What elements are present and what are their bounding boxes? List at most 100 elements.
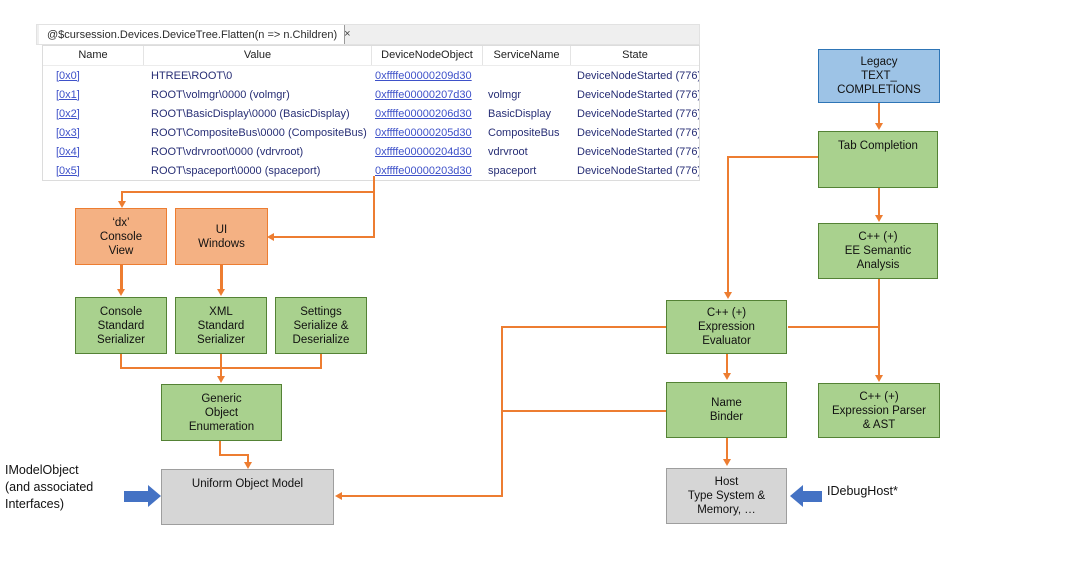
connector-arrowhead-icon: [335, 492, 342, 500]
connector-arrowhead-icon: [244, 462, 252, 469]
column-header-value[interactable]: Value: [144, 46, 372, 65]
node-settings-serialize-deserialize: Settings Serialize & Deserialize: [275, 297, 367, 354]
connector-line: [320, 354, 322, 369]
connector-line: [247, 454, 249, 463]
watch-tab-label: @$cursession.Devices.DeviceTree.Flatten(…: [47, 28, 338, 41]
connector-line: [788, 326, 878, 328]
row-value: ROOT\vdrvroot\0000 (vdrvroot): [151, 145, 304, 158]
column-header-devicenodeobject[interactable]: DeviceNodeObject: [372, 46, 483, 65]
node-name-binder: Name Binder: [666, 382, 787, 438]
connector-line: [273, 236, 375, 238]
node-xml-standard-serializer: XML Standard Serializer: [175, 297, 267, 354]
row-name-link[interactable]: [0x0]: [56, 69, 80, 82]
idebughost-arrowhead-icon: [790, 485, 803, 507]
table-row: [0x3] ROOT\CompositeBus\0000 (CompositeB…: [43, 123, 699, 142]
row-servicename: vdrvroot: [488, 145, 528, 158]
connector-line: [373, 176, 375, 238]
connector-arrowhead-icon: [217, 289, 225, 296]
connector-line: [727, 156, 818, 158]
imodelobject-arrowhead-icon: [148, 485, 161, 507]
column-header-state[interactable]: State: [622, 49, 648, 61]
connector-arrowhead-icon: [217, 376, 225, 383]
row-devicenode-link[interactable]: 0xffffe00000209d30: [375, 69, 472, 82]
connector-arrowhead-icon: [723, 373, 731, 380]
row-name-link[interactable]: [0x4]: [56, 145, 80, 158]
row-devicenode-link[interactable]: 0xffffe00000206d30: [375, 107, 472, 120]
row-state: DeviceNodeStarted (776): [577, 145, 699, 158]
connector-arrowhead-icon: [723, 459, 731, 466]
idebughost-label: IDebugHost*: [827, 484, 898, 498]
row-devicenode-link[interactable]: 0xffffe00000205d30: [375, 126, 472, 139]
row-devicenode-link[interactable]: 0xffffe00000207d30: [375, 88, 472, 101]
connector-line: [878, 103, 880, 124]
node-tab-completion: Tab Completion: [818, 131, 938, 188]
row-value: ROOT\BasicDisplay\0000 (BasicDisplay): [151, 107, 350, 120]
row-state: DeviceNodeStarted (776): [577, 107, 699, 120]
row-name-link[interactable]: [0x2]: [56, 107, 80, 120]
row-name-link[interactable]: [0x3]: [56, 126, 80, 139]
connector-arrowhead-icon: [118, 201, 126, 208]
node-host-type-system: Host Type System & Memory, …: [666, 468, 787, 524]
connector-line: [120, 265, 123, 290]
row-state: DeviceNodeStarted (776): [577, 69, 699, 82]
table-row: [0x0] HTREE\ROOT\0 0xffffe00000209d30 De…: [43, 66, 699, 85]
imodelobject-arrow-icon: [124, 491, 149, 502]
table-row: [0x5] ROOT\spaceport\0000 (spaceport) 0x…: [43, 161, 699, 180]
connector-line: [727, 156, 729, 293]
connector-line: [219, 454, 249, 456]
row-state: DeviceNodeStarted (776): [577, 88, 699, 101]
connector-line: [501, 326, 666, 328]
column-header-servicename[interactable]: ServiceName: [483, 46, 571, 65]
row-servicename: CompositeBus: [488, 126, 560, 139]
row-name-link[interactable]: [0x5]: [56, 164, 80, 177]
node-dx-console-view: ‘dx’ Console View: [75, 208, 167, 265]
imodelobject-label: IModelObject (and associated Interfaces): [5, 463, 94, 511]
node-expression-evaluator: C++ (+) Expression Evaluator: [666, 300, 787, 354]
connector-line: [220, 265, 223, 290]
device-tree-table: Name Value DeviceNodeObject ServiceName …: [42, 45, 700, 181]
connector-line: [878, 188, 880, 216]
watch-tab[interactable]: @$cursession.Devices.DeviceTree.Flatten(…: [39, 25, 351, 44]
row-state: DeviceNodeStarted (776): [577, 164, 699, 177]
tab-close-icon[interactable]: ×: [344, 28, 351, 40]
connector-line: [121, 193, 123, 202]
table-row: [0x2] ROOT\BasicDisplay\0000 (BasicDispl…: [43, 104, 699, 123]
connector-line: [121, 191, 375, 193]
column-header-name[interactable]: Name: [43, 46, 144, 65]
row-devicenode-link[interactable]: 0xffffe00000204d30: [375, 145, 472, 158]
connector-line: [120, 354, 122, 369]
node-expression-parser-ast: C++ (+) Expression Parser & AST: [818, 383, 940, 438]
node-uniform-object-model: Uniform Object Model: [161, 469, 334, 525]
connector-arrowhead-icon: [875, 215, 883, 222]
row-value: ROOT\CompositeBus\0000 (CompositeBus): [151, 126, 367, 139]
node-console-standard-serializer: Console Standard Serializer: [75, 297, 167, 354]
watch-tab-strip: @$cursession.Devices.DeviceTree.Flatten(…: [36, 24, 700, 45]
idebughost-arrow-icon: [803, 491, 822, 502]
table-header-row: Name Value DeviceNodeObject ServiceName …: [43, 46, 699, 66]
connector-arrowhead-icon: [267, 233, 274, 241]
connector-line: [726, 438, 728, 460]
table-row: [0x1] ROOT\volmgr\0000 (volmgr) 0xffffe0…: [43, 85, 699, 104]
connector-line: [220, 354, 222, 377]
row-name-link[interactable]: [0x1]: [56, 88, 80, 101]
row-devicenode-link[interactable]: 0xffffe00000203d30: [375, 164, 472, 177]
node-ui-windows: UI Windows: [175, 208, 268, 265]
connector-arrowhead-icon: [875, 375, 883, 382]
node-ee-semantic-analysis: C++ (+) EE Semantic Analysis: [818, 223, 938, 279]
connector-line: [219, 441, 221, 456]
table-row: [0x4] ROOT\vdrvroot\0000 (vdrvroot) 0xff…: [43, 142, 699, 161]
row-servicename: volmgr: [488, 88, 522, 101]
connector-line: [726, 354, 728, 374]
row-value: ROOT\spaceport\0000 (spaceport): [151, 164, 321, 177]
connector-line: [501, 410, 666, 412]
connector-line: [878, 279, 880, 376]
row-servicename: BasicDisplay: [488, 107, 551, 120]
row-state: DeviceNodeStarted (776): [577, 126, 699, 139]
connector-line: [342, 495, 503, 497]
row-servicename: spaceport: [488, 164, 537, 177]
row-value: HTREE\ROOT\0: [151, 69, 233, 82]
node-generic-object-enumeration: Generic Object Enumeration: [161, 384, 282, 441]
connector-arrowhead-icon: [724, 292, 732, 299]
node-legacy-text-completions: Legacy TEXT_ COMPLETIONS: [818, 49, 940, 103]
